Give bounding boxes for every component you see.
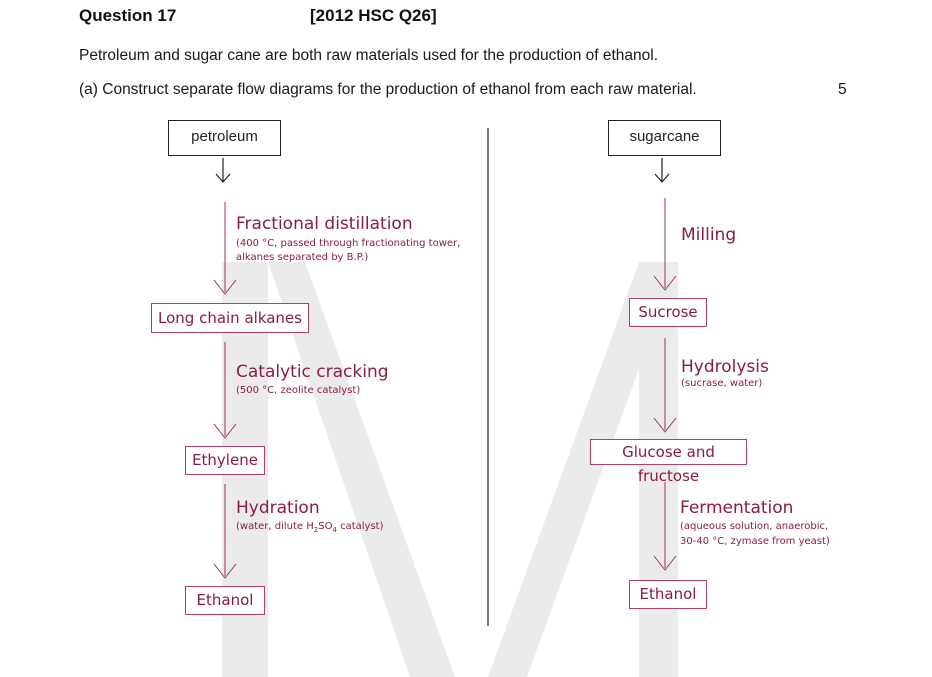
step-hydration: Hydration (236, 498, 320, 518)
question-number: Question 17 (79, 6, 177, 25)
step-fermentation-note-2: 30-40 °C, zymase from yeast) (680, 536, 830, 547)
step-fractional-distillation-note-2: alkanes separated by B.P.) (236, 252, 369, 263)
step-fermentation-note-1: (aqueous solution, anaerobic, (680, 521, 829, 532)
step-catalytic-cracking: Catalytic cracking (236, 362, 389, 382)
step-fractional-distillation: Fractional distillation (236, 214, 413, 234)
question-reference: [2012 HSC Q26] (310, 6, 437, 25)
step-fractional-distillation-note-1: (400 °C, passed through fractionating to… (236, 238, 461, 249)
part-a-prompt: (a) Construct separate flow diagrams for… (79, 81, 697, 98)
product-long-chain-alkanes: Long chain alkanes (151, 303, 309, 333)
raw-material-petroleum: petroleum (168, 120, 281, 156)
step-hydration-note: (water, dilute H2SO4 catalyst) (236, 521, 384, 534)
product-ethylene: Ethylene (185, 446, 265, 475)
step-milling: Milling (681, 225, 737, 245)
product-sucrose: Sucrose (629, 298, 707, 327)
step-hydrolysis-note: (sucrase, water) (681, 378, 763, 389)
raw-material-sugarcane: sugarcane (608, 120, 721, 156)
step-hydrolysis: Hydrolysis (681, 357, 769, 377)
question-intro: Petroleum and sugar cane are both raw ma… (79, 47, 659, 64)
product-ethanol-right: Ethanol (629, 580, 707, 609)
product-ethanol-left: Ethanol (185, 586, 265, 615)
part-a-marks: 5 (838, 81, 847, 98)
step-catalytic-cracking-note: (500 °C, zeolite catalyst) (236, 385, 361, 396)
product-glucose-and-fructose: Glucose and fructose (590, 439, 747, 485)
step-fermentation: Fermentation (680, 498, 794, 518)
